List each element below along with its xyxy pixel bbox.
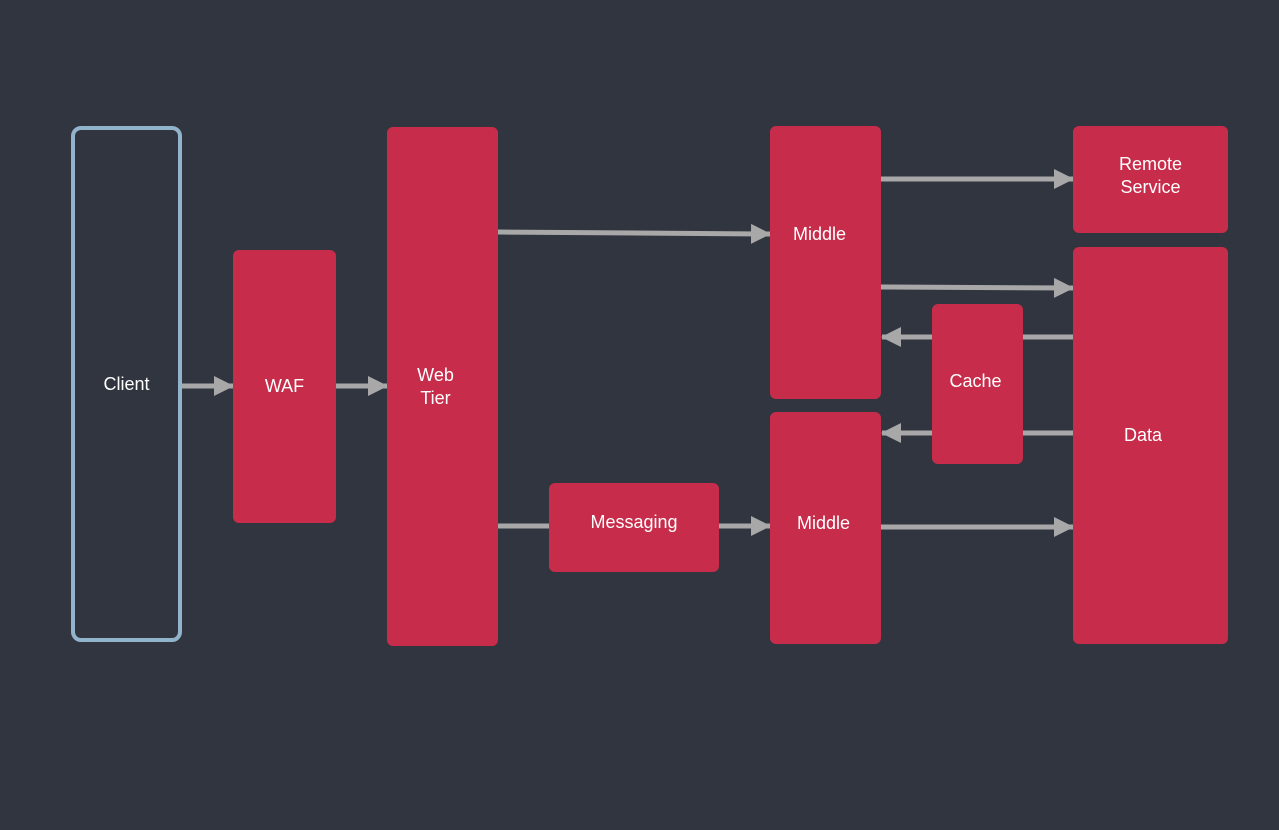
messaging-node: Messaging (549, 483, 719, 572)
data-node: Data (1073, 247, 1228, 644)
middle-top-label: Middle (792, 224, 847, 244)
waf-node: WAF (233, 250, 336, 523)
middle-bottom-node: Middle (770, 412, 881, 644)
web-tier-label: Web Tier (417, 364, 454, 408)
cache-label: Cache (949, 371, 1002, 391)
remote-service-label: Remote Service (1118, 153, 1183, 197)
middle-top-node: Middle (770, 126, 881, 399)
web-tier-node: Web Tier (387, 127, 498, 646)
messaging-label: Messaging (590, 512, 678, 532)
arrow-web-tier-to-middle-top (497, 223, 771, 244)
arrow-middle-top-to-data (880, 277, 1074, 298)
client-node: Client (71, 126, 182, 642)
cache-node: Cache (932, 304, 1023, 464)
client-label: Client (103, 373, 150, 394)
data-label: Data (1123, 425, 1163, 445)
middle-bottom-label: Middle (796, 513, 851, 533)
waf-label: WAF (264, 376, 305, 396)
remote-service-node: Remote Service (1073, 126, 1228, 233)
